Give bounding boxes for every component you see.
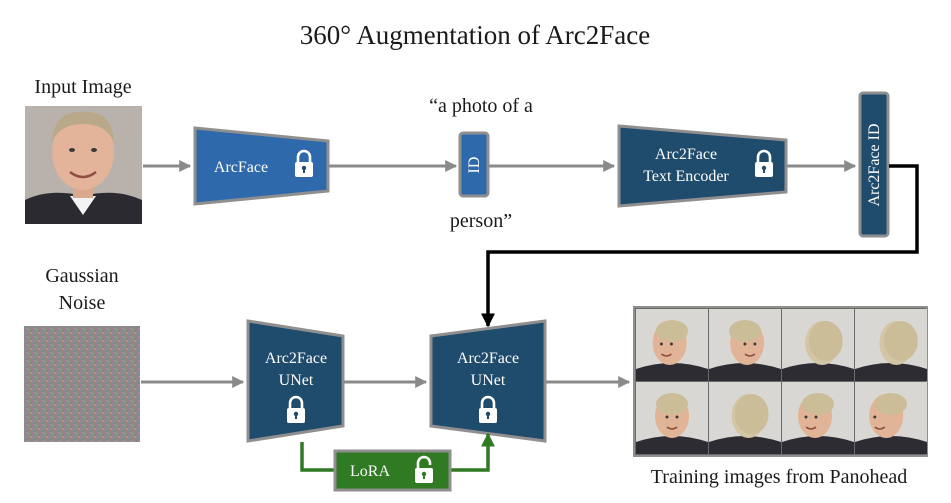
training-image-thumbnail — [855, 309, 927, 381]
prompt-text-line1: “a photo of a — [429, 95, 533, 117]
lora-connector-right — [450, 432, 495, 472]
input-image-label: Input Image — [34, 76, 131, 98]
id-token-label: ID — [466, 157, 483, 174]
id-token-block: ID — [458, 131, 490, 198]
training-image-thumbnail — [709, 382, 781, 454]
text-encoder-block: Arc2Face Text Encoder — [617, 124, 788, 208]
training-image-thumbnail — [782, 382, 854, 454]
unet-main-label-line1: Arc2Face — [457, 350, 519, 367]
training-images-grid — [633, 306, 928, 457]
page-title: 360° Augmentation of Arc2Face — [300, 20, 650, 50]
unet-frozen-label-line1: Arc2Face — [265, 350, 327, 367]
lora-label: LoRA — [350, 463, 390, 480]
unet-frozen-label-line2: UNet — [279, 372, 314, 389]
unet-main-block: Arc2Face UNet — [429, 319, 547, 443]
input-face-image — [25, 106, 142, 224]
unet-frozen-block: Arc2Face UNet — [246, 319, 345, 443]
training-image-thumbnail — [636, 382, 708, 454]
text-encoder-label-line1: Arc2Face — [655, 146, 717, 163]
training-image-thumbnail — [855, 382, 927, 454]
conditioning-arrow — [481, 164, 919, 328]
arcface-label: ArcFace — [214, 159, 268, 176]
arc2face-id-label: Arc2Face ID — [866, 123, 883, 206]
arc2face-id-embedding: Arc2Face ID — [858, 91, 890, 238]
unet-main-label-line2: UNet — [471, 372, 506, 389]
training-image-thumbnail — [709, 309, 781, 381]
training-image-thumbnail — [636, 309, 708, 381]
gaussian-noise-image — [24, 326, 140, 442]
arcface-block: ArcFace — [193, 126, 330, 206]
gaussian-noise-label-line2: Noise — [59, 292, 106, 314]
prompt-text-line2: person” — [450, 210, 512, 232]
training-image-thumbnail — [782, 309, 854, 381]
lora-connector-left — [300, 442, 334, 472]
gaussian-noise-label-line1: Gaussian — [45, 265, 118, 287]
text-encoder-label-line2: Text Encoder — [643, 168, 729, 185]
lora-block: LoRA — [333, 449, 452, 492]
training-images-caption: Training images from Panohead — [651, 466, 907, 488]
